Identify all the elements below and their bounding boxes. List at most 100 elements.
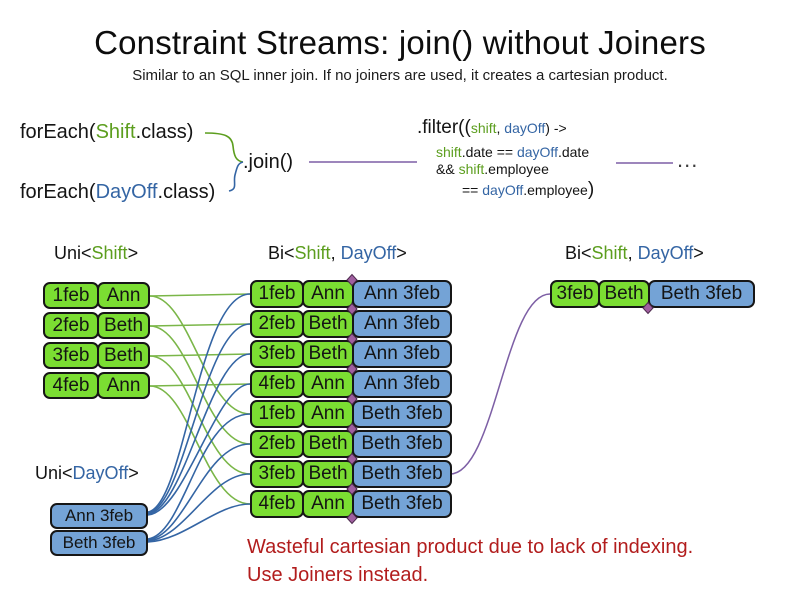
join-brace-green <box>204 132 244 163</box>
uni-dayoff-header: Uni<DayOff> <box>35 463 139 484</box>
dayoff-type-token: DayOff <box>72 463 129 483</box>
shift-employee-cell: Ann <box>97 372 150 399</box>
hdr-text: > <box>128 463 139 483</box>
hdr-text: > <box>396 243 407 263</box>
hdr-text: > <box>127 243 139 263</box>
code-text: == <box>462 182 483 198</box>
shift-employee-cell: Beth <box>97 312 150 339</box>
shift-date-cell: 4feb <box>43 372 99 399</box>
code-text: .class) <box>135 121 194 143</box>
code-text: forEach( <box>20 121 96 143</box>
filtered-pair-link <box>449 293 551 475</box>
code-text: ) -> <box>545 120 567 136</box>
shift-date-cell: 3feb <box>250 340 304 368</box>
dayoff-to-pair-links <box>147 293 251 543</box>
bi-right-header: Bi<Shift, DayOff> <box>565 243 704 264</box>
shift-employee-cell: Beth <box>302 430 354 458</box>
code-join: .join() <box>243 151 294 173</box>
dayoff-cell: Beth 3feb <box>352 490 452 518</box>
dayoff-cell: Beth 3feb <box>352 400 452 428</box>
shift-arg-token: shift <box>436 144 462 160</box>
shift-date-cell: 1feb <box>250 400 304 428</box>
code-text: .date <box>557 144 590 160</box>
shift-date-cell: 2feb <box>250 430 304 458</box>
dayoff-row: Ann 3feb <box>50 503 148 529</box>
page-subtitle: Similar to an SQL inner join. If no join… <box>132 67 668 84</box>
shift-date-cell: 3feb <box>43 342 99 369</box>
code-text: .class) <box>157 181 216 203</box>
dayoff-cell: Beth 3feb <box>648 280 755 308</box>
shift-employee-cell: Ann <box>302 490 354 518</box>
code-filter-line4: == dayOff.employee) <box>462 179 594 201</box>
uni-shift-header: Uni<Shift> <box>54 243 138 264</box>
shift-date-cell: 3feb <box>550 280 600 308</box>
shift-employee-cell: Beth <box>302 310 354 338</box>
filter-head: .filter(( <box>417 117 471 138</box>
dayoff-cell: Ann 3feb <box>352 340 452 368</box>
shift-date-cell: 2feb <box>43 312 99 339</box>
hdr-text: > <box>693 243 704 263</box>
continuation-ellipsis: ... <box>677 147 699 172</box>
shift-type-token: Shift <box>591 243 628 263</box>
dayoff-class-token: DayOff <box>95 181 158 203</box>
join-brace-blue <box>228 161 244 192</box>
shift-date-cell: 1feb <box>43 282 99 309</box>
dayoff-cell: Ann 3feb <box>352 310 452 338</box>
dayoff-cell: Beth 3feb <box>352 460 452 488</box>
bi-mid-header: Bi<Shift, DayOff> <box>268 243 407 264</box>
shift-type-token: Shift <box>294 243 331 263</box>
code-filter-line2: shift.date == dayOff.date <box>436 144 589 160</box>
code-filter-line3: && shift.employee <box>436 161 549 177</box>
code-text: .employee <box>484 161 549 177</box>
dayoff-arg-token: dayOff <box>516 144 558 160</box>
hdr-text: Uni< <box>54 243 92 263</box>
shift-date-cell: 4feb <box>250 490 304 518</box>
page-title: Constraint Streams: join() without Joine… <box>94 24 706 61</box>
hdr-text: Bi< <box>268 243 295 263</box>
shift-employee-cell: Ann <box>97 282 150 309</box>
hdr-text: , <box>330 243 341 263</box>
dayoff-arg-token: dayOff <box>482 182 524 198</box>
warning-note-line2: Use Joiners instead. <box>247 564 429 586</box>
dayoff-type-token: DayOff <box>340 243 397 263</box>
shift-date-cell: 4feb <box>250 370 304 398</box>
code-text: .employee <box>523 182 588 198</box>
code-text: , <box>496 120 505 136</box>
hdr-text: Bi< <box>565 243 592 263</box>
shift-date-cell: 1feb <box>250 280 304 308</box>
shift-employee-cell: Ann <box>302 370 354 398</box>
shift-employee-cell: Beth <box>97 342 150 369</box>
dayoff-cell: Beth 3feb <box>50 530 148 556</box>
code-foreach-shift: forEach(Shift.class) <box>20 121 193 144</box>
shift-date-cell: 2feb <box>250 310 304 338</box>
shift-employee-cell: Ann <box>302 280 354 308</box>
warning-note-line1: Wasteful cartesian product due to lack o… <box>247 536 694 558</box>
shift-date-cell: 3feb <box>250 460 304 488</box>
hdr-text: , <box>627 243 638 263</box>
code-text: forEach( <box>20 181 96 203</box>
code-text: && <box>436 161 459 177</box>
shift-to-pair-links <box>149 293 251 505</box>
filter-close-paren: ) <box>587 179 595 200</box>
shift-type-token: Shift <box>91 243 128 263</box>
dayoff-cell: Beth 3feb <box>352 430 452 458</box>
shift-employee-cell: Beth <box>598 280 650 308</box>
dayoff-cell: Ann 3feb <box>50 503 148 529</box>
dayoff-type-token: DayOff <box>637 243 694 263</box>
shift-arg-token: shift <box>458 161 485 177</box>
hdr-text: Uni< <box>35 463 73 483</box>
dayoff-arg-token: dayOff <box>504 120 546 136</box>
